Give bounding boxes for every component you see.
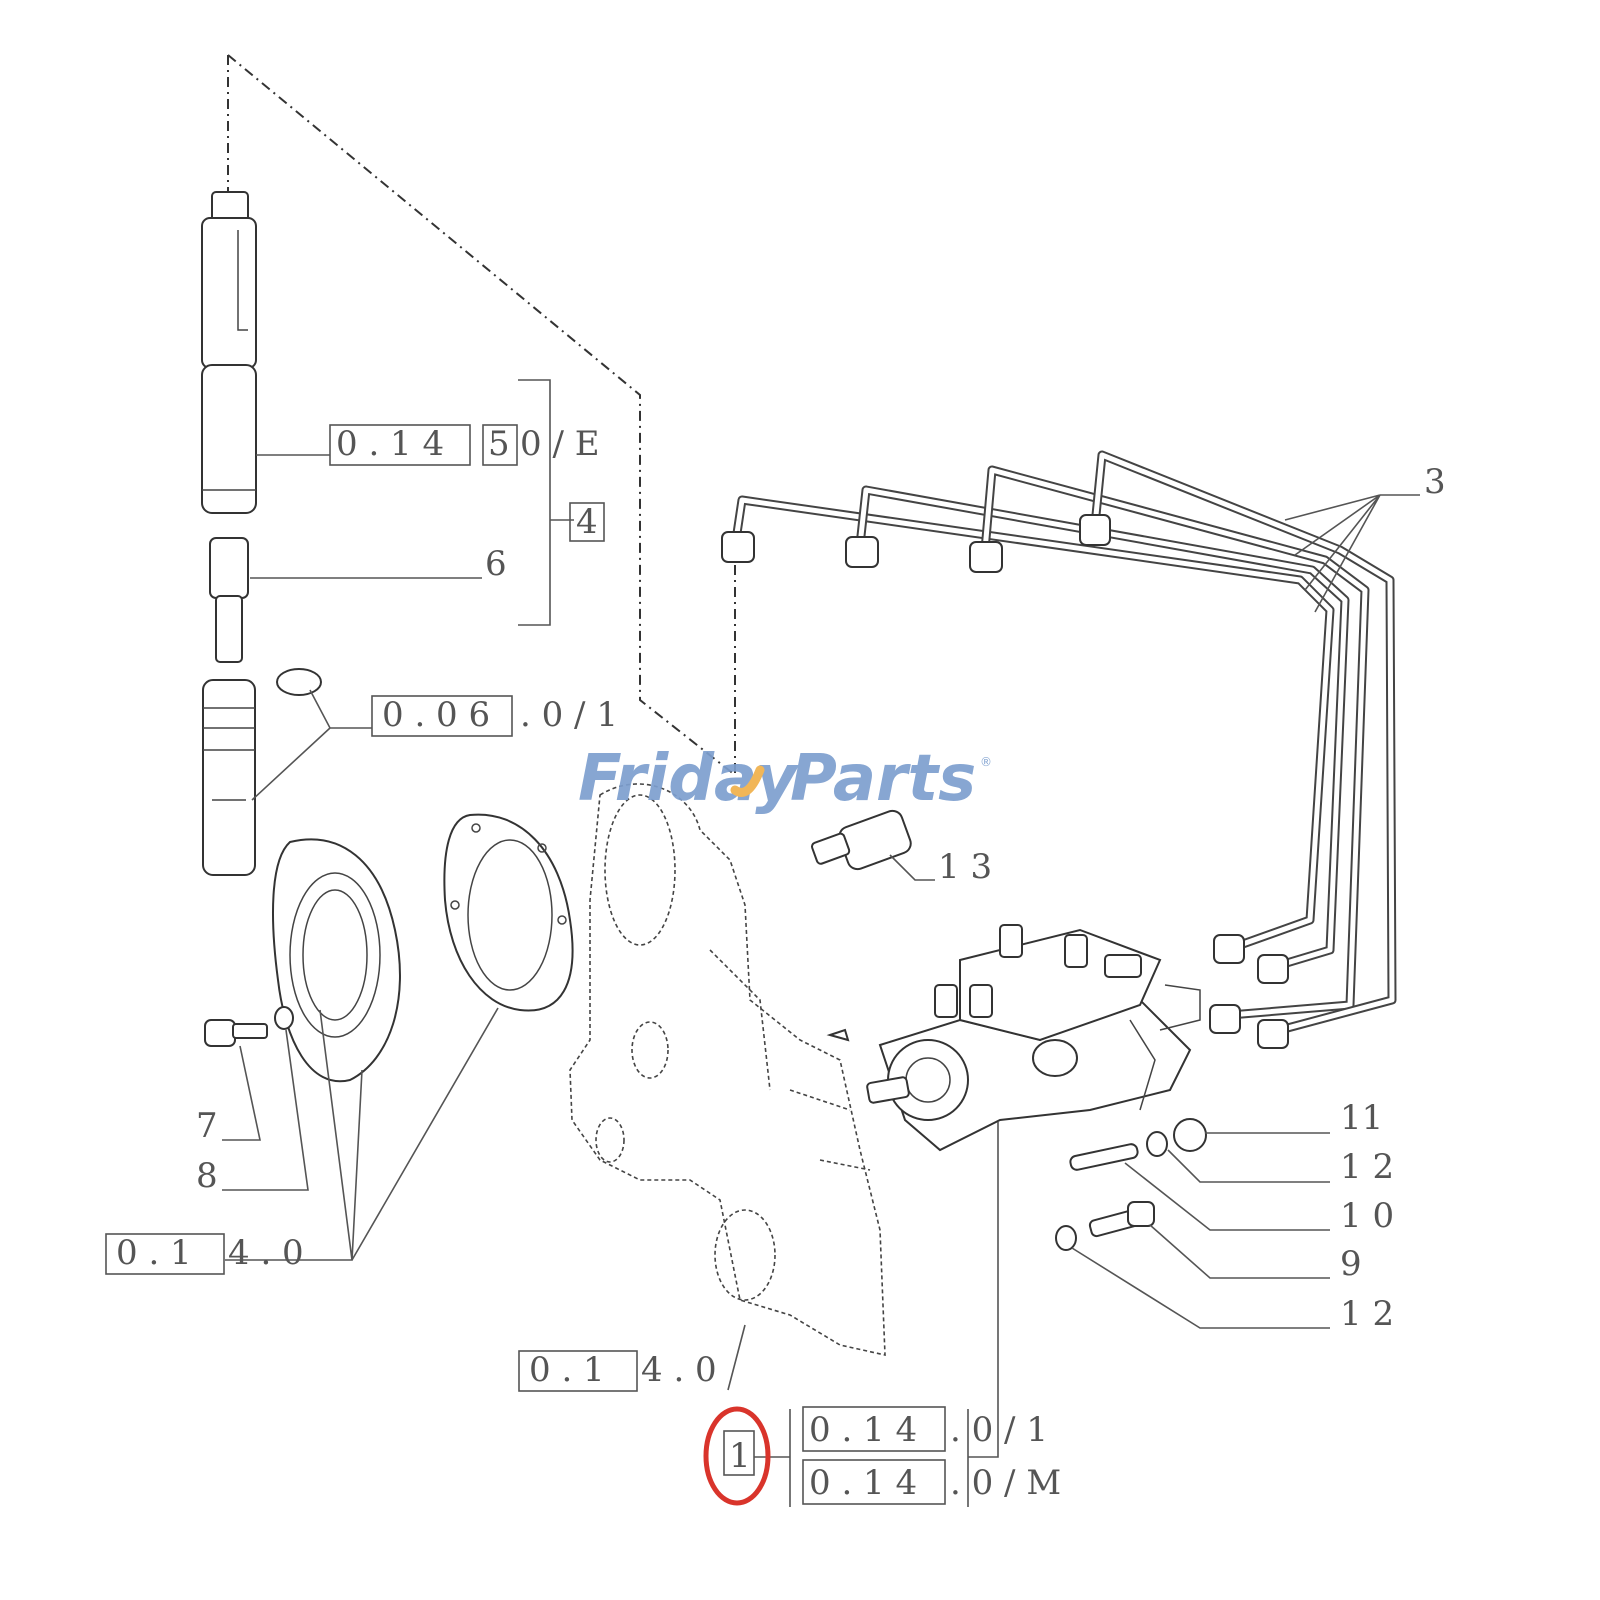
timing-cover (569, 783, 886, 1357)
leader-lines (222, 379, 1420, 1507)
label-ref-0140-1-box: 0 . 1 4 (809, 1410, 917, 1450)
label-item-1: 1 (729, 1436, 751, 1476)
o-ring (276, 668, 322, 696)
label-ref-0140-M-tail: . 0 / M (950, 1463, 1061, 1503)
label-item-4: 4 (576, 502, 598, 542)
callout-boxes (105, 424, 946, 1505)
label-ref-0140-left-box: 0 . 1 (116, 1233, 192, 1273)
injector-holder (201, 191, 257, 514)
fuel-pipes (721, 450, 1397, 1049)
label-ref-0140-1-tail: . 0 / 1 (950, 1410, 1048, 1450)
label-item-3: 3 (1424, 462, 1446, 502)
watermark-accent-swoosh (730, 765, 765, 797)
label-item-11: 11 (1340, 1098, 1383, 1138)
watermark-registered-mark: ® (980, 755, 992, 769)
washer-8 (274, 1006, 294, 1030)
watermark-word-friday: Friday (578, 742, 799, 816)
pin (826, 1028, 850, 1042)
label-item-6: 6 (485, 544, 507, 584)
label-ref-0140-left-tail: 4 . 0 (228, 1233, 304, 1273)
label-item-9: 9 (1340, 1244, 1362, 1284)
label-item-10: 1 0 (1340, 1196, 1394, 1236)
nut-11 (1173, 1118, 1207, 1152)
label-item-12a: 1 2 (1340, 1147, 1394, 1187)
watermark-word-parts: Parts (790, 742, 976, 816)
stud-10 (1069, 1143, 1139, 1171)
label-ref-0140-bottom-box: 0 . 1 (529, 1350, 605, 1390)
washer-12a (1146, 1131, 1168, 1157)
dash-dot-leader (227, 54, 736, 776)
watermark: Friday Parts ® (578, 742, 992, 816)
label-ref-0060-tail: . 0 / 1 (520, 695, 618, 735)
washer-12b (1055, 1225, 1077, 1251)
label-item-12b: 1 2 (1340, 1294, 1394, 1334)
bolt-7 (204, 1019, 268, 1047)
label-item-8: 8 (196, 1156, 218, 1196)
label-ref-01450E-box: 0 . 1 4 (336, 424, 444, 464)
callout-labels: 0 . 1 4 5 0 / E 4 6 0 . 0 6 . 0 / 1 3 1 … (116, 424, 1446, 1503)
injection-pump (866, 924, 1201, 1152)
label-ref-0140-bottom-tail: 4 . 0 (641, 1350, 717, 1390)
label-ref-01450E-tail: 0 / E (520, 424, 600, 464)
label-item-7: 7 (196, 1106, 218, 1146)
bolt-9 (1088, 1201, 1155, 1238)
injector-sleeve (202, 679, 256, 876)
label-ref-01450E-box2: 5 (488, 424, 510, 464)
label-ref-0060-box: 0 . 0 6 (382, 695, 490, 735)
cover-plate (272, 838, 401, 1083)
highlight-circle (703, 1406, 771, 1506)
gasket (443, 813, 574, 1012)
label-ref-0140-M-box: 0 . 1 4 (809, 1463, 917, 1503)
label-item-13: 1 3 (938, 847, 992, 887)
injector-nozzle (209, 537, 249, 663)
solenoid-valve (810, 809, 912, 871)
